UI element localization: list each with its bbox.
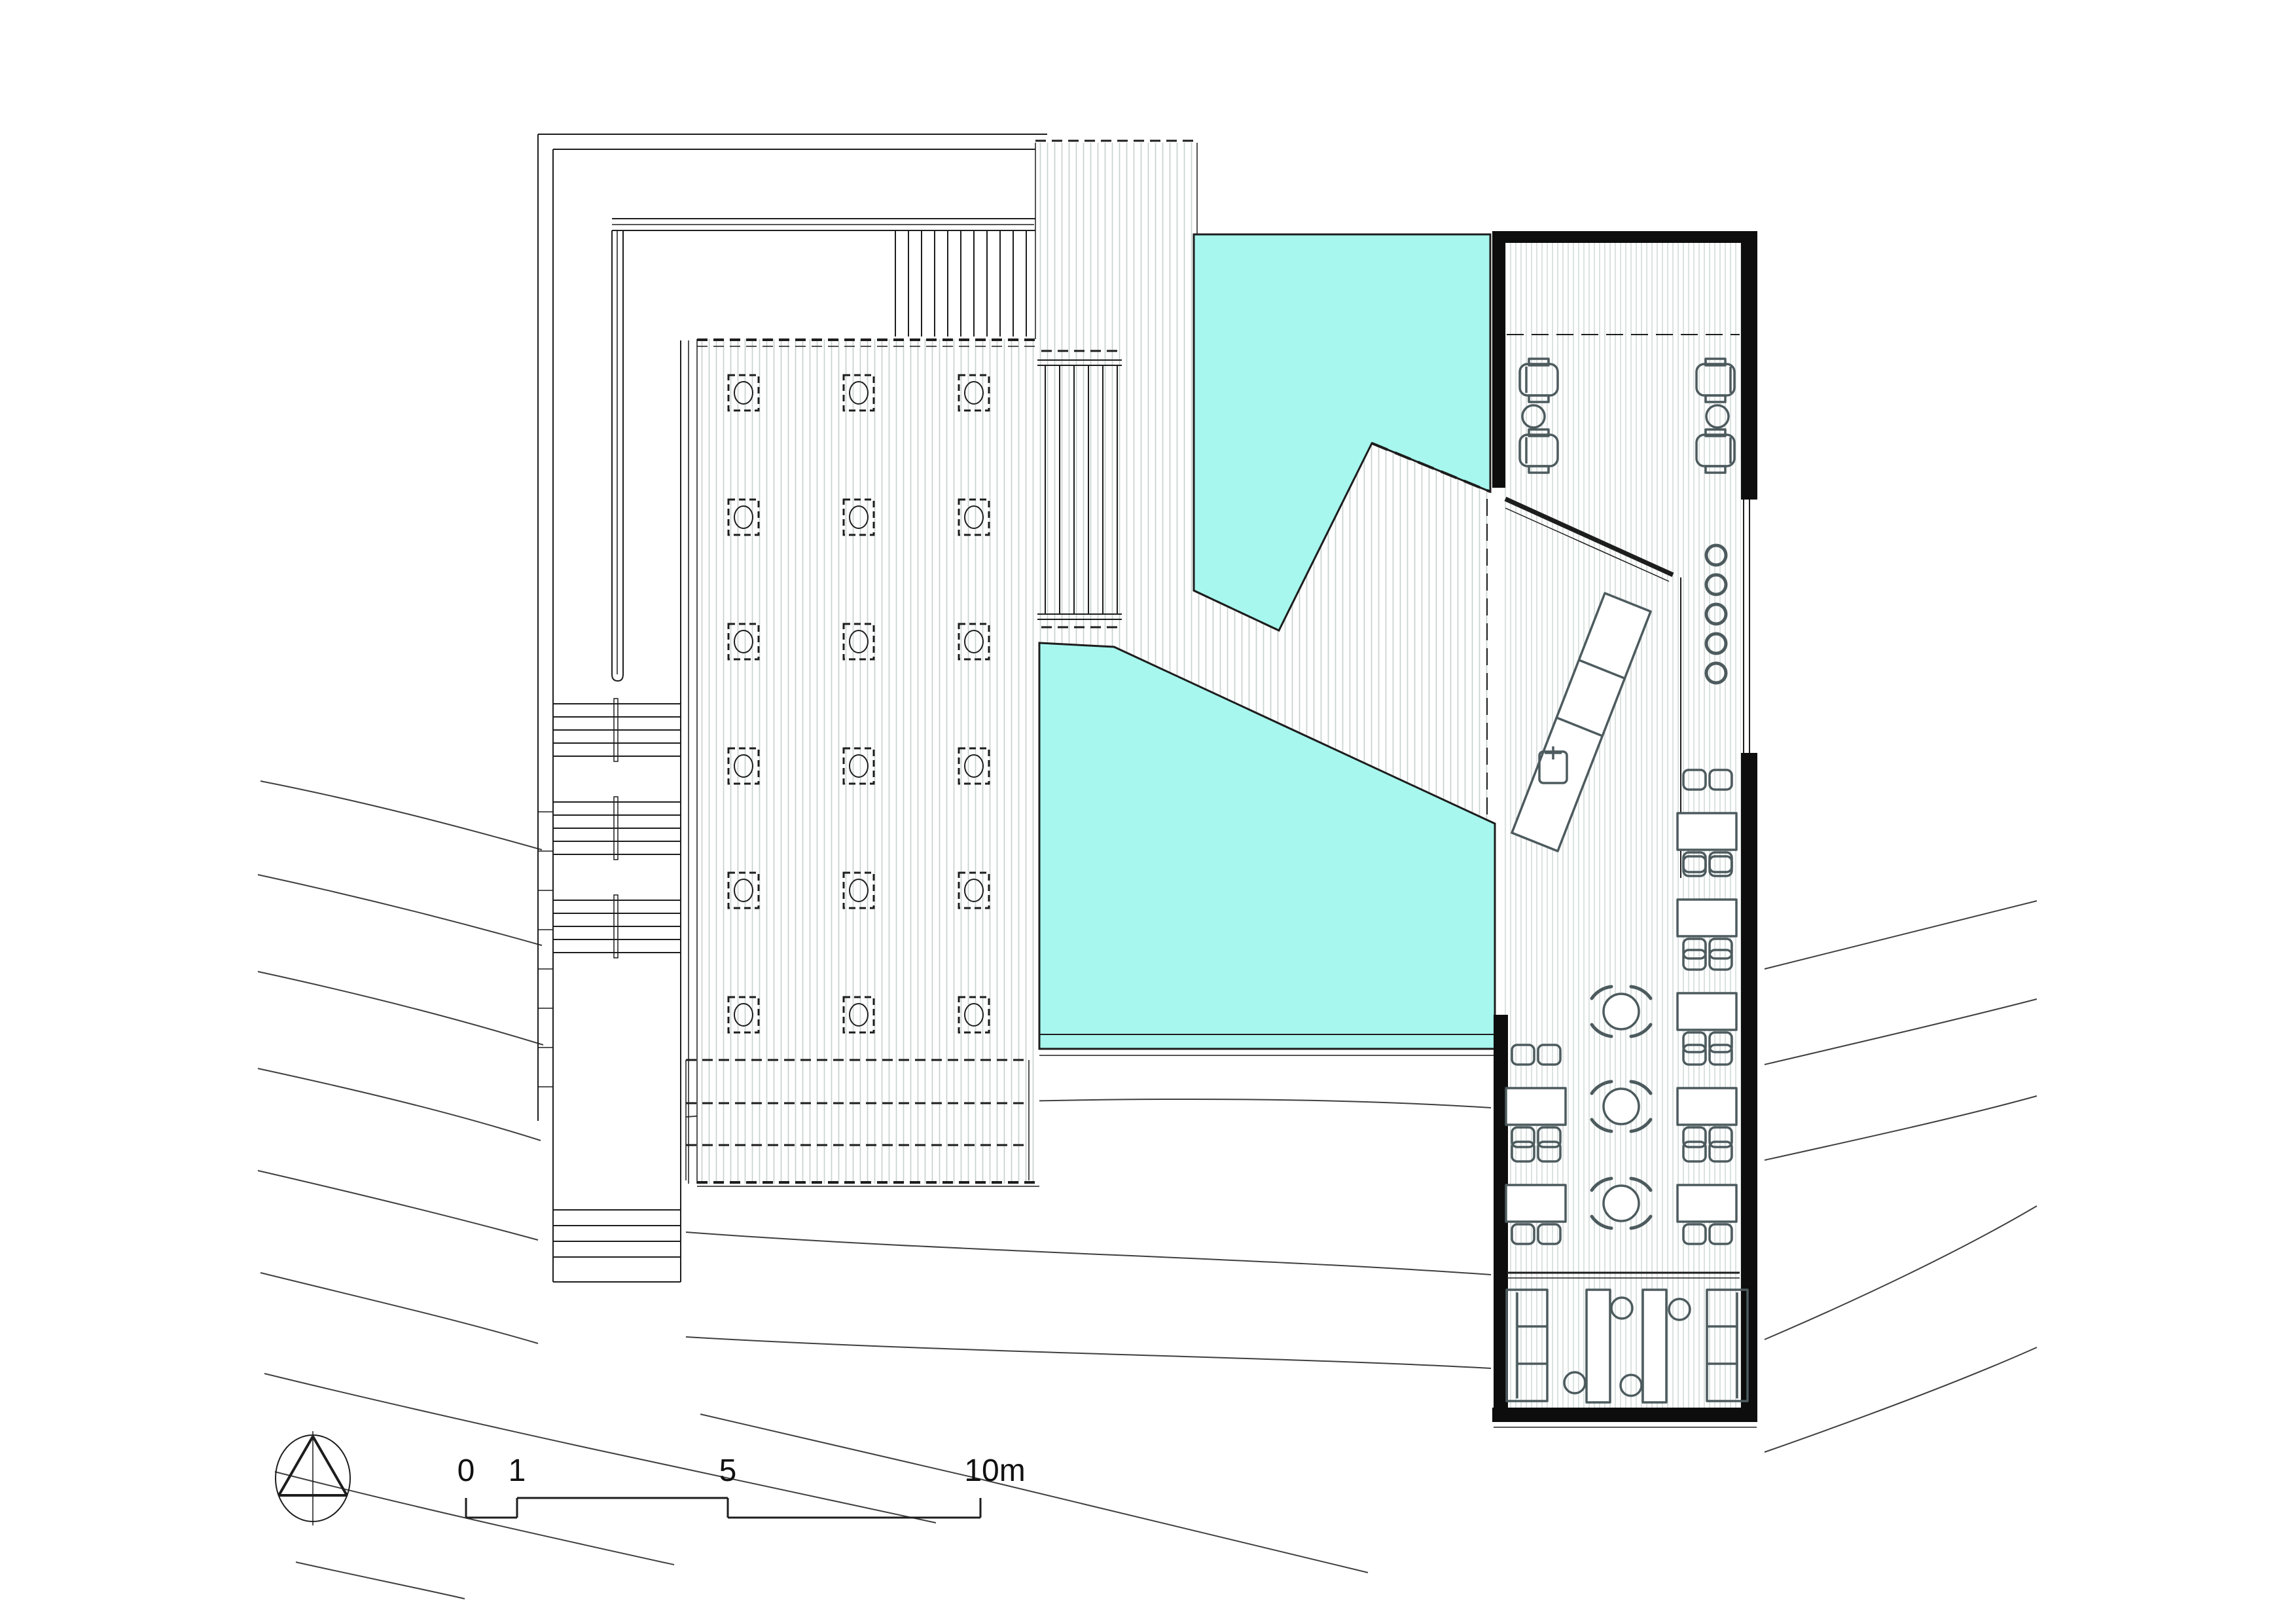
- lounge-armchair-icon: [1695, 357, 1736, 403]
- stair-flight: [553, 894, 681, 958]
- scale-bar: 0 1 5 10m: [457, 1453, 1026, 1519]
- pool-deck: [685, 139, 1492, 1187]
- dining-table-unit: [1676, 855, 1738, 960]
- wall-left-upper: [1492, 231, 1505, 488]
- dining-table-unit: [1676, 769, 1738, 873]
- window-right: [1743, 500, 1750, 753]
- scale-label-1: 1: [509, 1453, 526, 1488]
- bar-stools: [1704, 543, 1728, 685]
- side-table-icon: [1705, 404, 1730, 429]
- wall-bottom: [1492, 1408, 1757, 1422]
- stair-flight: [553, 698, 681, 762]
- dining-tables-left: [1505, 1044, 1567, 1245]
- wall-left-lower: [1494, 1015, 1508, 1421]
- bar-counter: [1511, 592, 1652, 852]
- wall-ticks: [538, 811, 553, 1087]
- main-pool: [1038, 642, 1496, 1056]
- lounge-armchair-icon: [1518, 428, 1559, 474]
- north-arrow-icon: [275, 1431, 351, 1525]
- upper-pool: [1193, 233, 1492, 632]
- bar-area: [1504, 496, 1681, 878]
- dining-tables-right: [1676, 769, 1738, 1245]
- scale-bar-rule: [465, 1497, 982, 1519]
- column-row: [727, 747, 990, 785]
- side-table-icon: [1521, 404, 1546, 429]
- dining-table-unit: [1505, 1044, 1567, 1148]
- dining-table-unit: [1505, 1140, 1567, 1245]
- round-table-units: [1590, 985, 1653, 1230]
- building-furniture: [1505, 357, 1749, 1404]
- column-row: [727, 871, 990, 909]
- lounge-armchair-icon: [1695, 428, 1736, 474]
- scale-label-5: 5: [719, 1453, 737, 1488]
- scale-label-10m: 10m: [964, 1453, 1025, 1488]
- deck-wide-steps: [685, 1059, 1030, 1180]
- lounge-armchair-icon: [1518, 357, 1559, 403]
- dining-table-unit: [1676, 1140, 1738, 1245]
- counter-table: [1585, 1288, 1611, 1404]
- stool-icon: [1619, 1374, 1643, 1397]
- sofa-icon: [1505, 1288, 1549, 1402]
- column-row: [727, 374, 990, 412]
- walkway-bottom-steps: [553, 1209, 681, 1258]
- round-table-unit: [1590, 1080, 1653, 1133]
- top-entry-stairs: [895, 230, 1027, 337]
- lounge-room: [1505, 1288, 1749, 1404]
- column-row: [727, 996, 990, 1034]
- stool-icon: [1668, 1298, 1691, 1321]
- round-table-unit: [1590, 985, 1653, 1038]
- dining-table-unit: [1676, 949, 1738, 1053]
- side-walkway-stairs: [553, 340, 689, 1283]
- bar-sink-icon: [1538, 746, 1568, 784]
- stool-icon: [1610, 1296, 1634, 1320]
- round-table-unit: [1590, 1176, 1653, 1230]
- deck-columns: [727, 374, 990, 1034]
- stair-flight: [553, 796, 681, 860]
- column-row: [727, 623, 990, 661]
- wall-right-upper: [1741, 231, 1757, 500]
- sofa-icon: [1706, 1288, 1749, 1402]
- scale-label-0: 0: [457, 1453, 475, 1488]
- stool-icon: [1563, 1371, 1587, 1395]
- wall-right-lower: [1741, 753, 1757, 1421]
- counter-table: [1641, 1288, 1668, 1404]
- wall-top: [1492, 231, 1757, 243]
- pool-bench: [1037, 350, 1122, 629]
- column-row: [727, 498, 990, 536]
- site-contour-lines: [257, 780, 2037, 1599]
- dining-table-unit: [1676, 1044, 1738, 1148]
